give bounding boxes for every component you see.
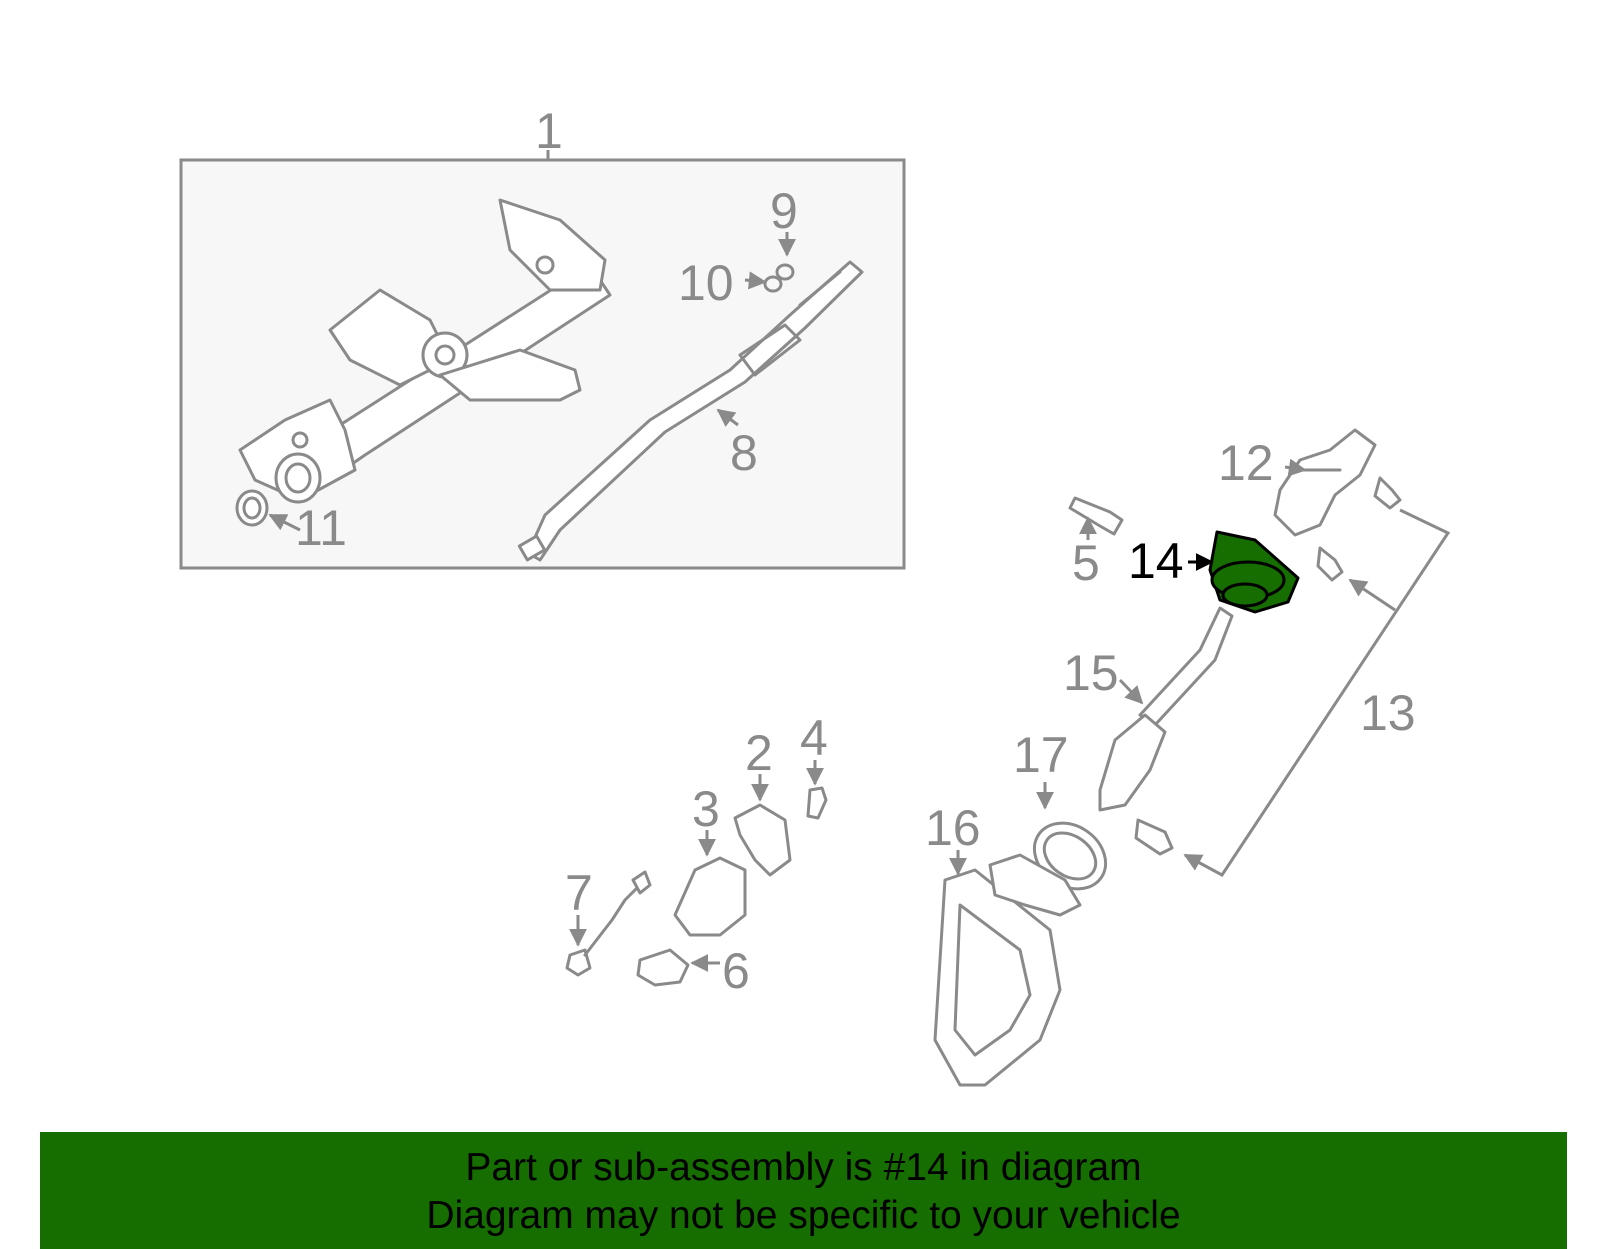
callout-10: 10 xyxy=(678,255,734,311)
shaft-part-8 xyxy=(517,260,864,562)
brackets xyxy=(565,803,792,987)
info-banner: Part or sub-assembly is #14 in diagram D… xyxy=(40,1132,1567,1249)
callout-7: 7 xyxy=(565,865,593,921)
boot-part-16 xyxy=(933,853,1082,1087)
bushing-part-11 xyxy=(235,489,269,527)
callout-9: 9 xyxy=(770,183,798,239)
lower-shaft-part-15 xyxy=(1098,606,1234,812)
banner-line-2: Diagram may not be specific to your vehi… xyxy=(426,1194,1181,1237)
callout-5: 5 xyxy=(1072,535,1100,591)
callout-14: 14 xyxy=(1128,533,1184,589)
callout-6: 6 xyxy=(722,943,750,999)
callout-3: 3 xyxy=(692,781,720,837)
callout-4: 4 xyxy=(800,710,828,766)
steering-column-housing xyxy=(238,198,612,504)
callout-17: 17 xyxy=(1013,727,1069,783)
universal-joint-part-12 xyxy=(1273,428,1377,537)
callout-8: 8 xyxy=(730,425,758,481)
seal-part-14 xyxy=(1208,530,1300,614)
bolts xyxy=(806,476,1402,856)
callout-2: 2 xyxy=(745,725,773,781)
callout-13: 13 xyxy=(1360,685,1416,741)
callout-15: 15 xyxy=(1063,645,1119,701)
callout-1: 1 xyxy=(535,103,563,159)
callout-11: 11 xyxy=(295,500,347,556)
banner-line-1: Part or sub-assembly is #14 in diagram xyxy=(465,1146,1142,1189)
callout-16: 16 xyxy=(925,800,981,856)
callout-12: 12 xyxy=(1218,435,1274,491)
